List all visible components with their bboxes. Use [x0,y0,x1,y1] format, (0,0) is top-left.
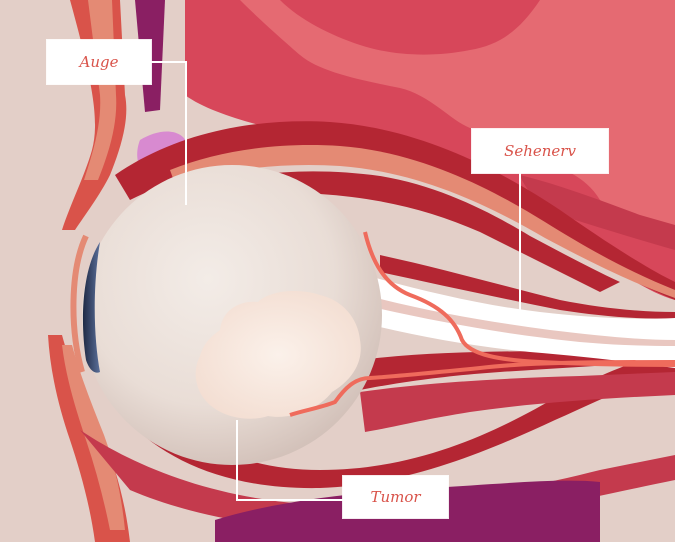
label-tumor: Tumor [343,476,448,518]
label-optic-nerve: Sehenerv [472,129,608,173]
label-auge: Auge [47,40,151,84]
